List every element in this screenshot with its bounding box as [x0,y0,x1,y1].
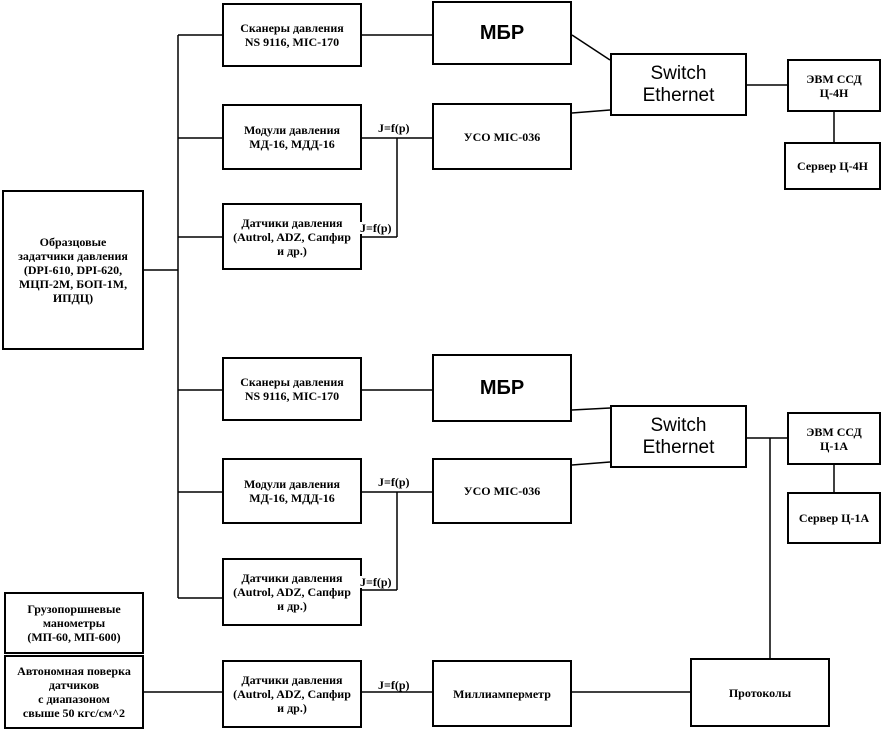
signal-label-bottom: J=f(p) [378,678,410,692]
pressure-sensors-middle: Датчики давления (Autrol, ADZ, Сапфир и … [222,558,362,626]
milliammeter: Миллиамперметр [432,660,572,727]
evm-ssd-middle: ЭВМ ССД Ц-1А [787,412,881,465]
signal-label-sensors-middle: J=f(p) [360,575,392,589]
signal-label-modules-top: J=f(p) [378,121,410,135]
server-top: Сервер Ц-4Н [784,142,881,190]
uso-middle: УСО MIC-036 [432,458,572,524]
autonomous-verification: Автономная поверка датчиков с диапазоном… [4,655,144,729]
reference-pressure-setters: Образцовые задатчики давления (DPI-610, … [2,190,144,350]
signal-label-modules-middle: J=f(p) [378,475,410,489]
pressure-scanners-top: Сканеры давления NS 9116, MIC-170 [222,3,362,67]
pressure-sensors-bottom: Датчики давления (Autrol, ADZ, Сапфир и … [222,660,362,728]
signal-label-sensors-top: J=f(p) [360,221,392,235]
switch-ethernet-middle: Switch Ethernet [610,405,747,468]
pressure-scanners-middle: Сканеры давления NS 9116, MIC-170 [222,357,362,421]
evm-ssd-top: ЭВМ ССД Ц-4Н [787,59,881,112]
switch-ethernet-top: Switch Ethernet [610,53,747,116]
pressure-modules-middle: Модули давления МД-16, МДД-16 [222,458,362,524]
protocols: Протоколы [690,658,830,727]
server-middle: Сервер Ц-1А [787,492,881,544]
mbr-top: МБР [432,1,572,65]
deadweight-manometers: Грузопоршневые манометры (МП-60, МП-600) [4,592,144,654]
uso-top: УСО MIC-036 [432,103,572,170]
pressure-sensors-top: Датчики давления (Autrol, ADZ, Сапфир и … [222,203,362,270]
mbr-middle: МБР [432,354,572,422]
reference-label: Образцовые задатчики давления (DPI-610, … [18,235,128,305]
pressure-modules-top: Модули давления МД-16, МДД-16 [222,104,362,170]
